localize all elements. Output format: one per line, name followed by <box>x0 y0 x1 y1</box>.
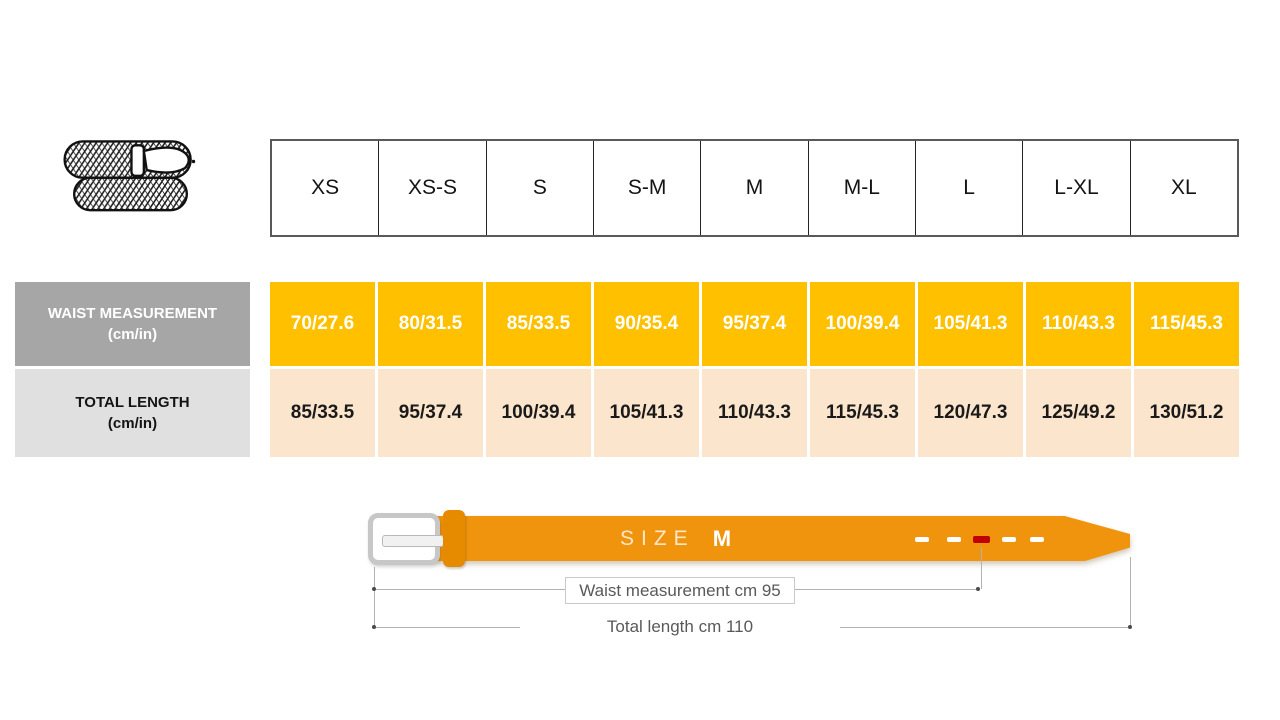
total-length-cell: 130/51.2 <box>1134 369 1239 457</box>
size-label-prefix: SIZE <box>620 526 695 550</box>
belt-hole <box>1030 537 1044 542</box>
dimension-endpoint-dot <box>372 625 376 629</box>
waist-annotation-box: Waist measurement cm 95 <box>565 577 795 604</box>
total-length-cell: 100/39.4 <box>486 369 591 457</box>
total-length-cell: 85/33.5 <box>270 369 375 457</box>
size-cell: L-XL <box>1022 141 1129 235</box>
waist-row-label-text: WAIST MEASUREMENT <box>47 305 218 322</box>
size-label-value: M <box>712 525 732 551</box>
size-cell: M <box>700 141 807 235</box>
waist-cell: 100/39.4 <box>810 282 915 366</box>
total-length-cell: 95/37.4 <box>378 369 483 457</box>
waist-cell: 85/33.5 <box>486 282 591 366</box>
belt-coil-icon <box>63 140 196 212</box>
selected-hole-guide-line <box>981 547 982 589</box>
size-cell: XS-S <box>378 141 485 235</box>
size-cell: XL <box>1129 141 1237 235</box>
waist-values-row: 70/27.6 80/31.5 85/33.5 90/35.4 95/37.4 … <box>270 282 1239 366</box>
size-cell: S <box>485 141 593 235</box>
total-length-values-row: 85/33.5 95/37.4 100/39.4 105/41.3 110/43… <box>270 369 1239 457</box>
total-length-cell: 105/41.3 <box>594 369 699 457</box>
belt-strap-shape <box>436 516 1130 561</box>
length-annotation: Total length cm 110 <box>520 615 840 639</box>
total-length-cell: 120/47.3 <box>918 369 1023 457</box>
belt-size-label: SIZE M <box>620 516 731 561</box>
total-length-label-text: TOTAL LENGTH <box>75 394 190 411</box>
size-header-row: XS XS-S S S-M M M-L L L-XL XL <box>270 139 1239 237</box>
belt-hole <box>1002 537 1016 542</box>
dimension-endpoint-dot <box>976 587 980 591</box>
belt-hole <box>915 537 929 542</box>
waist-cell: 110/43.3 <box>1026 282 1131 366</box>
size-cell: S-M <box>592 141 700 235</box>
dimension-endpoint-dot <box>372 587 376 591</box>
size-cell: L <box>914 141 1022 235</box>
total-length-row-label: TOTAL LENGTH (cm/in) <box>15 369 250 457</box>
belt-hole-selected <box>973 536 990 543</box>
size-cell: XS <box>311 176 340 199</box>
belt-keeper-loop <box>443 510 465 567</box>
waist-row-label: WAIST MEASUREMENT (cm/in) <box>15 282 250 366</box>
total-length-cell: 110/43.3 <box>702 369 807 457</box>
waist-cell: 105/41.3 <box>918 282 1023 366</box>
belt-buckle <box>368 513 444 565</box>
dimension-endpoint-dot <box>1128 625 1132 629</box>
belt-hole <box>947 537 961 542</box>
buckle-guide-line <box>374 567 375 628</box>
waist-cell: 95/37.4 <box>702 282 807 366</box>
belt-strap <box>436 516 1130 561</box>
waist-cell: 90/35.4 <box>594 282 699 366</box>
total-length-label-unit: (cm/in) <box>107 415 158 432</box>
belt-tip-guide-line <box>1130 557 1131 628</box>
size-cell: M-L <box>807 141 915 235</box>
waist-cell: 115/45.3 <box>1134 282 1239 366</box>
total-length-cell: 125/49.2 <box>1026 369 1131 457</box>
waist-cell: 70/27.6 <box>270 282 375 366</box>
waist-cell: 80/31.5 <box>378 282 483 366</box>
belt-buckle-prong <box>382 535 444 547</box>
waist-row-label-unit: (cm/in) <box>107 326 158 343</box>
total-length-cell: 115/45.3 <box>810 369 915 457</box>
